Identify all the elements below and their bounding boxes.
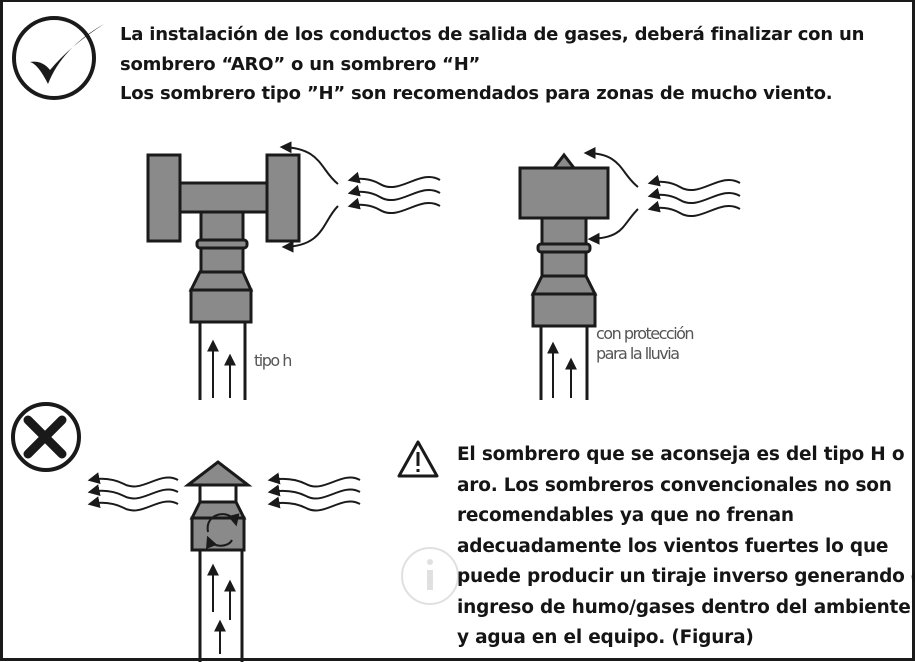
rain-cap-caption-line-2: para la lluvia: [596, 344, 680, 363]
x-circle-icon: [11, 402, 81, 472]
rain-cap-upflow-arrows: [547, 341, 577, 398]
warning-line: El sombrero que se aconseja es del tipo …: [457, 444, 905, 465]
intro-line-3: Los sombrero tipo ”H” son recomendados p…: [120, 83, 833, 104]
h-cap-caption: tipo h: [254, 351, 292, 370]
h-cap-diagram: [146, 153, 301, 400]
rain-cap-diagram: [518, 152, 610, 400]
check-circle-icon: [12, 16, 104, 100]
h-cap-upflow-arrows: [207, 339, 236, 398]
intro-line-1: La instalación de los conductos de salid…: [120, 24, 865, 45]
warning-line: puede producir un tiraje inverso generan…: [457, 566, 915, 587]
rain-cap-wind-lines: [583, 147, 741, 245]
warning-line: ingreso de humo/gases dentro del ambient…: [457, 596, 911, 618]
warning-text: El sombrero que se aconseja es del tipo …: [457, 440, 915, 654]
conventional-cap-wind-lines: [87, 472, 361, 512]
intro-text: La instalación de los conductos de salid…: [120, 20, 864, 109]
warning-line: aro. Los sombreros convencionales no son: [457, 474, 892, 496]
h-cap-wind-lines: [279, 141, 441, 253]
rain-cap-caption-line-1: con protección: [596, 324, 695, 343]
warning-line: adecuadamente los vientos fuertes lo que: [457, 535, 889, 557]
conventional-cap-backdraft-arrows: [206, 513, 240, 654]
intro-line-2: sombrero “ARO” o un sombrero “H”: [120, 53, 481, 75]
info-watermark-icon: [401, 547, 459, 605]
warning-triangle-icon: [397, 440, 439, 478]
conventional-cap-diagram: [183, 460, 253, 662]
warning-line: recomendables ya que no frenan: [457, 505, 794, 526]
warning-line: y agua en el equipo. (Figura): [457, 627, 754, 648]
